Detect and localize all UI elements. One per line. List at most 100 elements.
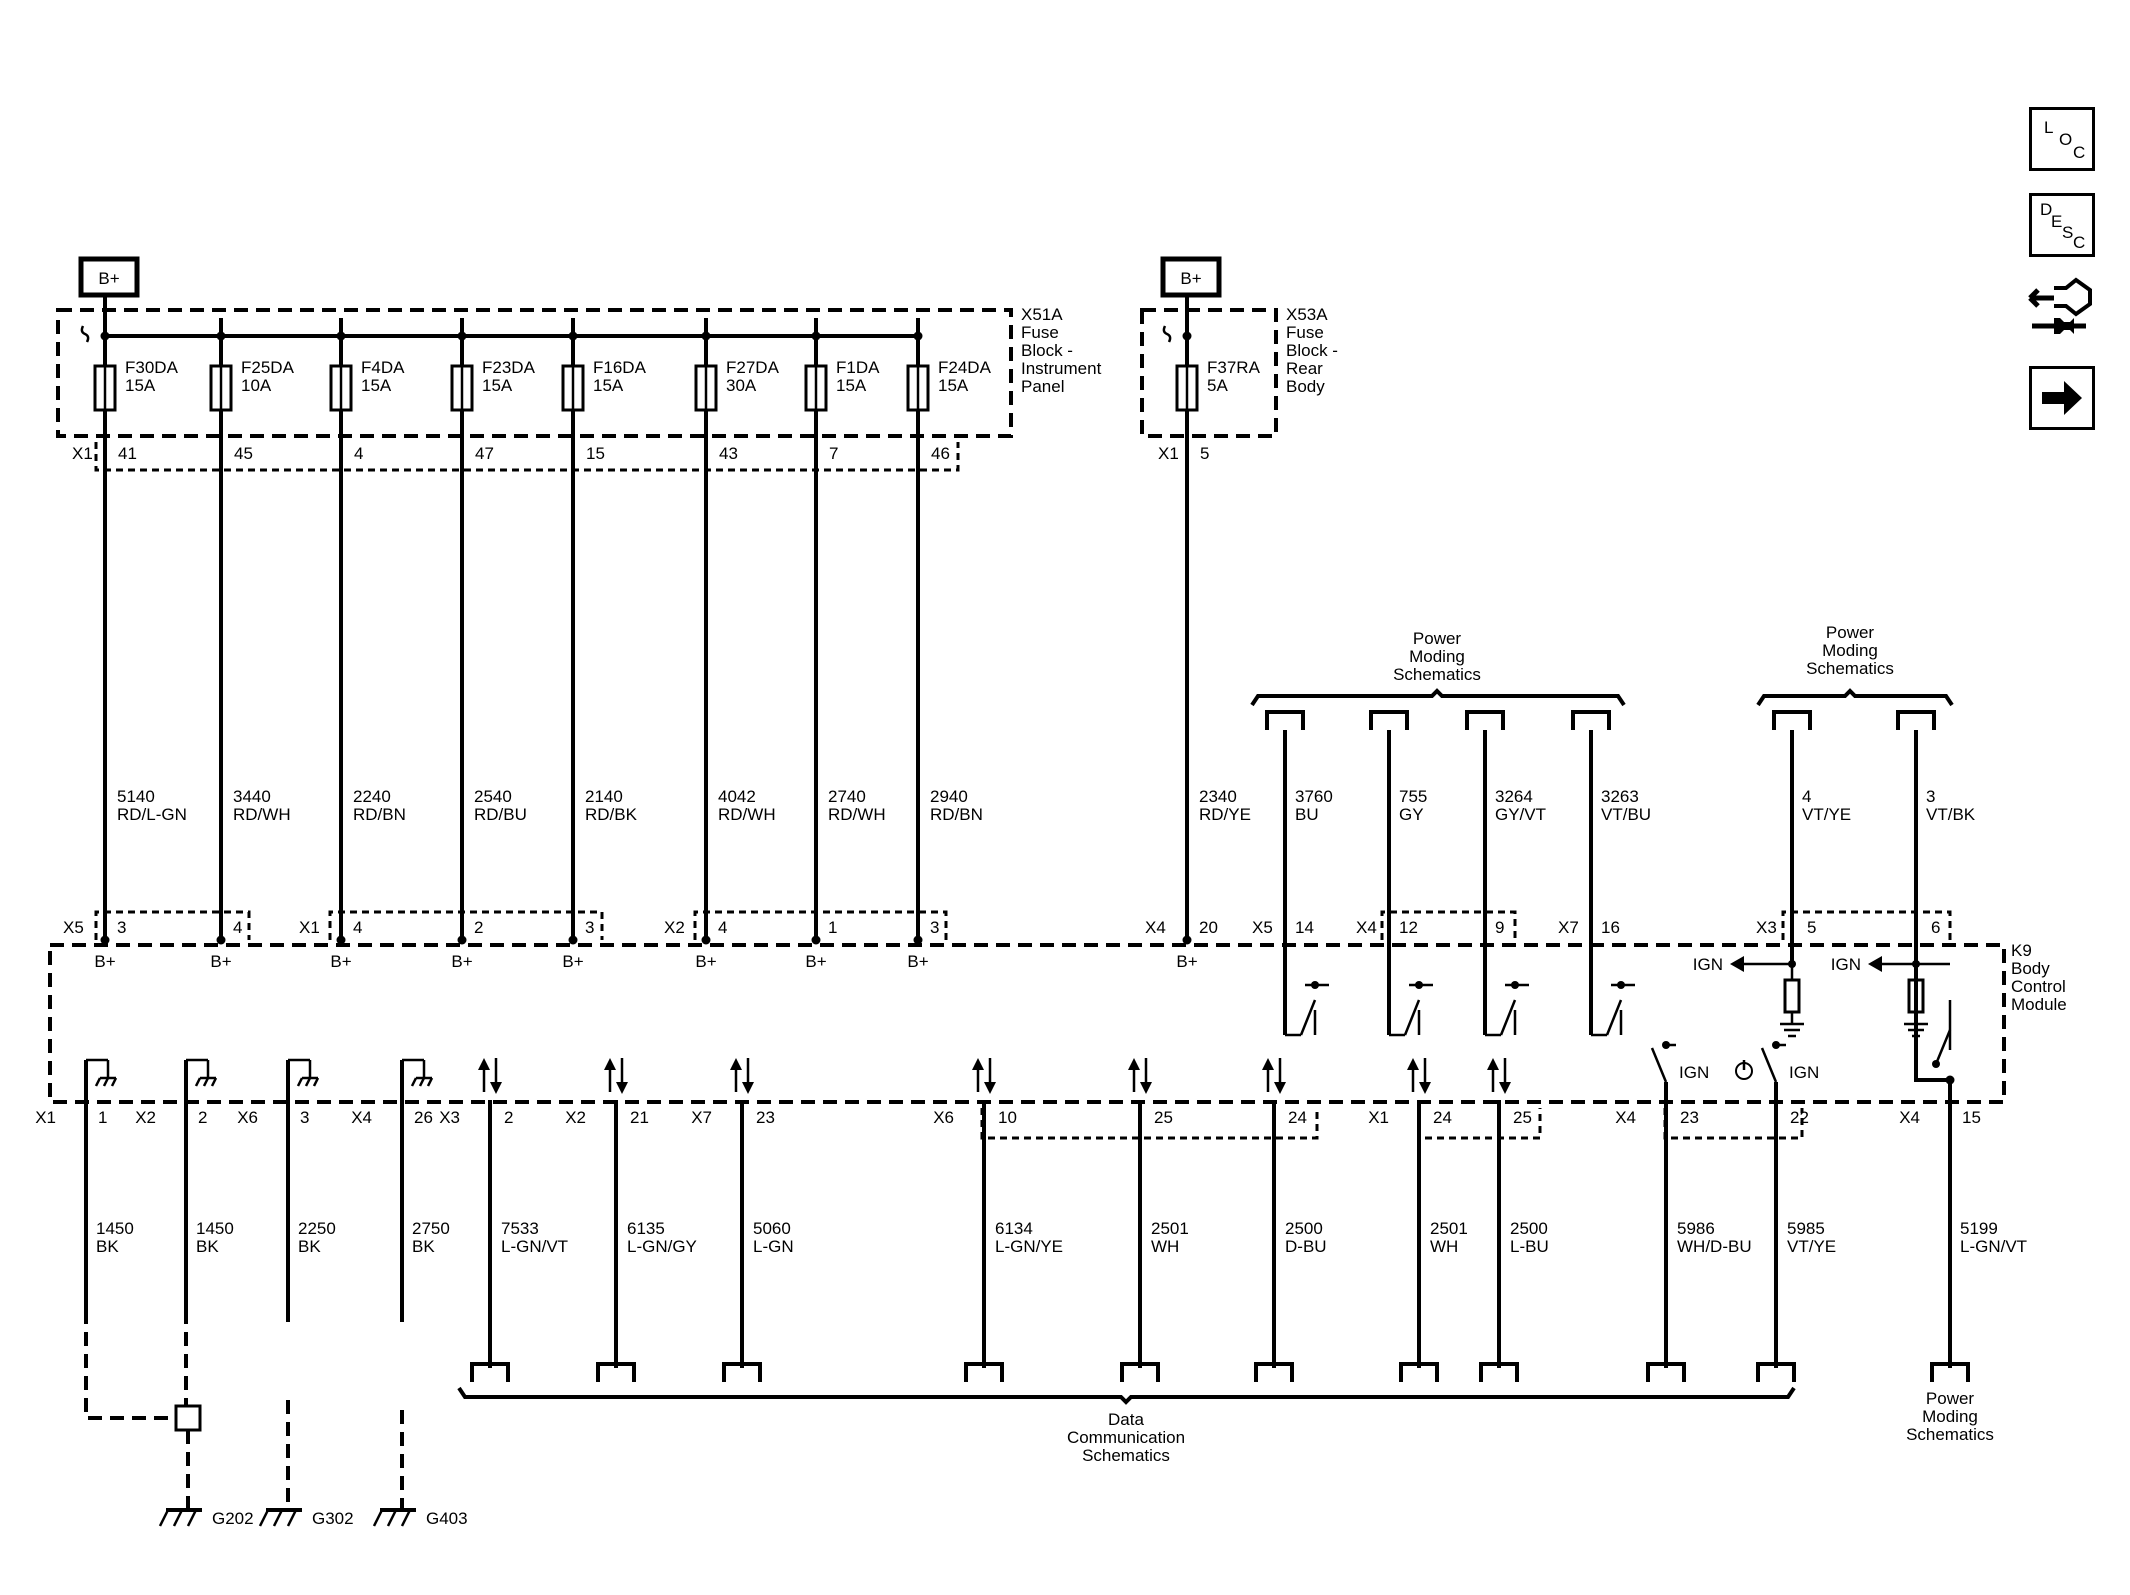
arrow-up-head [1407,1058,1419,1070]
circuit-number: 4042 [718,787,756,806]
circuit-number: 5199 [1960,1219,1998,1238]
pin-dot [811,935,821,945]
svg-text:IGN: IGN [1693,955,1723,974]
fuse-pin: 43 [719,444,738,463]
ground-splice [84,1310,404,1510]
chassis-ground-hatch [202,1077,210,1087]
connector-repair-icon[interactable] [2024,276,2096,348]
wire-color: VT/YE [1802,805,1851,824]
svg-text:Rear: Rear [1286,359,1323,378]
circuit-number: 3440 [233,787,271,806]
fuse-name: F16DA [593,358,647,377]
circuit-number: 3263 [1601,787,1639,806]
switch-contact [1605,999,1623,1036]
module-connector: X4 [1356,918,1377,937]
svg-text:Block -: Block - [1286,341,1338,360]
x51a-connector-label: X1 [72,444,93,463]
module-pin: 25 [1513,1108,1532,1127]
arrow-down-head [616,1082,628,1094]
bplus-input-label: B+ [94,952,115,971]
desc-letter-c: C [2073,233,2086,252]
power-moding-brace-2 [1756,688,1954,707]
svg-text:Schematics: Schematics [1082,1446,1170,1465]
wire-color: L-GN/YE [995,1237,1063,1256]
ground-point-g202: G202 [158,1508,254,1528]
wire-color: RD/WH [828,805,886,824]
wire-color: L-GN/GY [627,1237,697,1256]
wire-color: BU [1295,805,1319,824]
circuit-number: 4 [1802,787,1811,806]
wire-color: GY/VT [1495,805,1546,824]
arrow-down-head [490,1082,502,1094]
connector-cap [1120,1362,1160,1382]
arrow-up-head [1487,1058,1499,1070]
circuit-number: 6134 [995,1219,1033,1238]
connector-cap [1254,1362,1294,1382]
circuit-number: 3264 [1495,787,1533,806]
connector-cap [1571,710,1611,730]
fuse-name: F37RA [1207,358,1261,377]
module-pin: 14 [1295,918,1314,937]
circuit-number: 3 [1926,787,1935,806]
fuse-pin: 47 [475,444,494,463]
svg-text:Module: Module [2011,995,2067,1014]
wire-color: WH [1430,1237,1458,1256]
wire-color: RD/BN [353,805,406,824]
fuse-name: F1DA [836,358,880,377]
circuit-number: 2501 [1151,1219,1189,1238]
module-pin: 25 [1154,1108,1173,1127]
fuse-rating: 30A [726,376,757,395]
next-page-button[interactable] [2029,366,2095,430]
bplus-label-2: B+ [1180,269,1201,288]
junction [1945,1075,1955,1085]
ign-input-6: 3VT/BK6 [1896,710,1976,964]
output-wire [1914,964,1952,1368]
bplus-input-label: B+ [562,952,583,971]
arrow-down-head [984,1082,996,1094]
connector-cap [1772,710,1812,730]
circuit-number: 755 [1399,787,1427,806]
chassis-ground-hatch [194,1077,202,1087]
wire-color: VT/BU [1601,805,1651,824]
fuse-pin: 4 [354,444,363,463]
chassis-ground-hatch [110,1077,118,1087]
wire-color: BK [298,1237,321,1256]
wire-color: VT/BK [1926,805,1976,824]
module-pin: 3 [930,918,939,937]
fuse-name: F4DA [361,358,405,377]
wire-color: BK [96,1237,119,1256]
circuit-number: 2740 [828,787,866,806]
module-pin: 3 [117,918,126,937]
switch-contact [1499,999,1517,1036]
wire-color: BK [196,1237,219,1256]
module-pin: 22 [1790,1108,1809,1127]
module-pin: 24 [1288,1108,1307,1127]
bplus-label-1: B+ [98,269,119,288]
svg-text:Instrument: Instrument [1021,359,1102,378]
svg-text:Moding: Moding [1822,641,1878,660]
loc-letter-o: O [2059,130,2073,149]
arrow-up-head [730,1058,742,1070]
wire-color: RD/BU [474,805,527,824]
module-connector: X5 [63,918,84,937]
ground-point-label: G202 [212,1509,254,1528]
svg-text:Power: Power [1926,1389,1975,1408]
svg-text:Power: Power [1413,629,1462,648]
wire-color: L-BU [1510,1237,1549,1256]
description-button[interactable]: D E S C [2029,193,2095,257]
ground-hatch [272,1509,284,1527]
ground-hatch [286,1509,298,1527]
fuse-name: F24DA [938,358,992,377]
location-button[interactable]: L O C [2029,107,2095,171]
